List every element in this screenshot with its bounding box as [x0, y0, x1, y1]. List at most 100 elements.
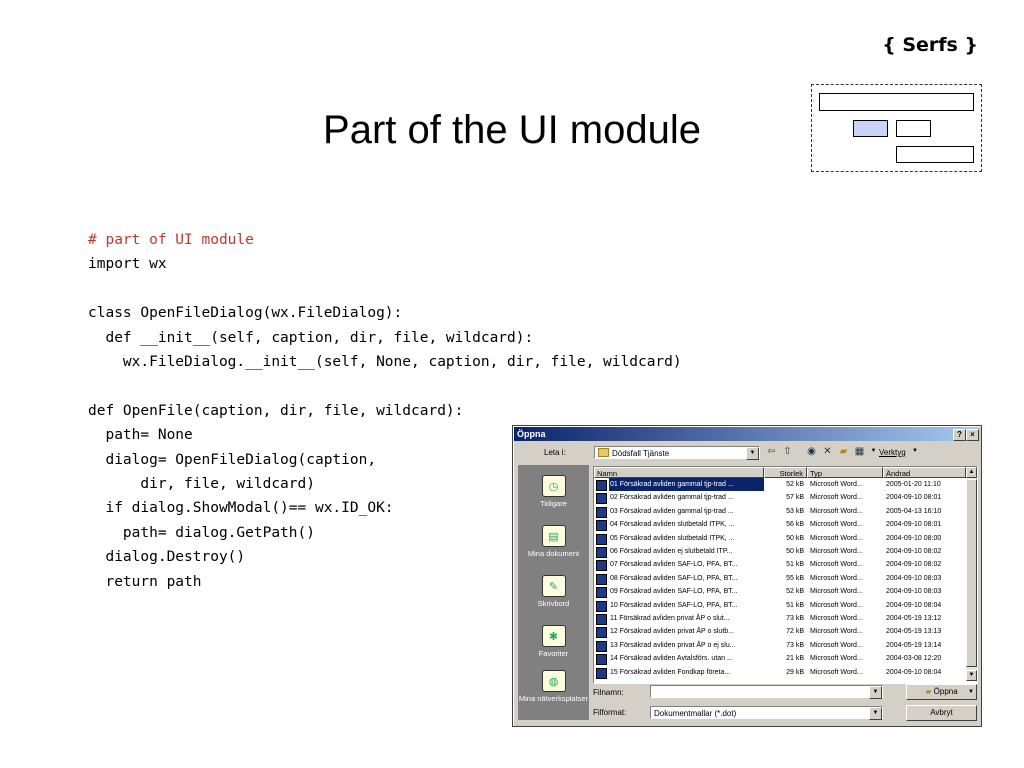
- delete-icon[interactable]: ✕: [823, 446, 832, 457]
- filename-field[interactable]: ▼: [650, 685, 883, 699]
- place-label: Tidigare: [540, 499, 567, 508]
- file-type: Microsoft Word...: [810, 507, 863, 515]
- dialog-titlebar: Öppna ? ×: [514, 427, 980, 441]
- place-history[interactable]: ◷ Tidigare: [518, 475, 589, 508]
- look-in-combo[interactable]: Dödsfall Tjänste ▼: [594, 446, 760, 460]
- history-icon: ◷: [541, 475, 566, 497]
- tools-menu[interactable]: Verktyg: [879, 448, 906, 457]
- file-size: 51 kB: [786, 601, 804, 609]
- word-document-icon: [596, 600, 607, 612]
- file-row[interactable]: 10 Försäkrad avliden SAF-LO, PFA, BT...5…: [594, 599, 966, 612]
- views-icon[interactable]: ▦: [854, 446, 865, 457]
- file-type: Microsoft Word...: [810, 574, 863, 582]
- cancel-button[interactable]: Avbryt: [906, 705, 977, 721]
- file-row[interactable]: 11 Försäkrad avliden privat ÅP o slut...…: [594, 612, 966, 625]
- file-row[interactable]: 02 Försäkrad avliden gammal tjp-trad ...…: [594, 491, 966, 505]
- search-web-icon[interactable]: ◉: [807, 446, 816, 457]
- file-row[interactable]: 07 Försäkrad avliden SAF-LO, PFA, BT... 5…: [594, 558, 966, 572]
- file-size: 51 kB: [786, 561, 804, 569]
- file-modified: 2004-09-10 08:04: [886, 668, 942, 676]
- new-folder-icon[interactable]: ▰: [839, 446, 848, 457]
- place-label: Favoriter: [538, 649, 569, 658]
- column-header-size[interactable]: Storlek: [764, 467, 807, 478]
- file-row[interactable]: 08 Försäkrad avliden SAF-LO, PFA, BT...5…: [594, 572, 966, 585]
- place-network[interactable]: ◍ Mina nätverksplatser: [518, 670, 589, 703]
- column-header-type[interactable]: Typ: [807, 467, 883, 478]
- filetype-combo[interactable]: Dokumentmallar (*.dot) ▼: [650, 706, 883, 720]
- file-row[interactable]: 05 Försäkrad avliden slutbetald ITPK, ..…: [594, 532, 966, 545]
- file-size: 50 kB: [786, 548, 804, 555]
- file-name: 08 Försäkrad avliden SAF-LO, PFA, BT...: [610, 574, 738, 582]
- file-name: 05 Försäkrad avliden slutbetald ITPK, ..…: [610, 534, 735, 542]
- file-size: 56 kB: [786, 521, 804, 529]
- tools-dropdown-icon[interactable]: ▼: [912, 448, 918, 454]
- word-document-icon: [596, 493, 607, 505]
- help-button[interactable]: ?: [953, 429, 966, 441]
- place-label: Mina nätverksplatser: [518, 694, 589, 703]
- file-list: Namn Storlek Typ Ändrad 01 Försäkrad avl…: [593, 466, 978, 684]
- file-row[interactable]: 06 Försäkrad avliden ej slutbetald ITP..…: [594, 545, 966, 558]
- dialog-title: Öppna: [517, 429, 546, 439]
- file-row[interactable]: 15 Försäkrad avliden Fondkap företa...29…: [594, 666, 966, 679]
- file-modified: 2004-09-10 08:01: [886, 521, 942, 529]
- column-header-name[interactable]: Namn: [594, 467, 764, 478]
- code-block: # part of UI module import wx class Open…: [88, 228, 682, 594]
- place-my-documents[interactable]: ▤ Mina dokument: [518, 525, 589, 558]
- column-header-modified[interactable]: Ändrad: [883, 467, 966, 478]
- place-desktop[interactable]: ✎ Skrivbord: [518, 575, 589, 608]
- file-row[interactable]: 01 Försäkrad avliden gammal tjp-trad ...…: [594, 478, 966, 492]
- file-size: 53 kB: [786, 507, 804, 515]
- open-dropdown-icon[interactable]: ▼: [968, 689, 974, 695]
- file-row[interactable]: 14 Försäkrad avliden Avtalsförs. utan ..…: [594, 652, 966, 666]
- filetype-label: Filformat:: [593, 708, 627, 717]
- file-modified: 2005-01-20 11:10: [886, 481, 941, 488]
- file-type: Microsoft Word...: [810, 588, 863, 596]
- place-favorites[interactable]: ✱ Favoriter: [518, 625, 589, 658]
- word-document-icon: [596, 480, 607, 491]
- file-row[interactable]: 03 Försäkrad avliden gammal tjp-trad ...…: [594, 505, 966, 518]
- file-row[interactable]: 09 Försäkrad avliden SAF-LO, PFA, BT...5…: [594, 585, 966, 599]
- word-document-icon: [596, 667, 607, 679]
- diagram-box: [896, 146, 974, 163]
- file-row[interactable]: 12 Försäkrad avliden privat ÅP o slutb..…: [594, 625, 966, 639]
- views-dropdown-icon[interactable]: ▼: [870, 448, 877, 454]
- network-places-icon: ◍: [541, 670, 566, 692]
- place-label: Mina dokument: [527, 549, 580, 558]
- word-document-icon: [596, 573, 607, 585]
- file-row[interactable]: 13 Försäkrad avliden privat ÅP o ej slu.…: [594, 639, 966, 652]
- slide-title: Part of the UI module: [323, 108, 701, 152]
- diagram-box-highlighted: [853, 120, 888, 137]
- file-size: 73 kB: [786, 615, 804, 622]
- file-size: 52 kB: [786, 588, 804, 596]
- file-name: 07 Försäkrad avliden SAF-LO, PFA, BT...: [610, 561, 738, 569]
- word-document-icon: [596, 587, 607, 599]
- file-name: 14 Försäkrad avliden Avtalsförs. utan ..…: [610, 655, 733, 663]
- file-type: Microsoft Word...: [810, 534, 863, 542]
- diagram-box: [896, 120, 931, 137]
- word-document-icon: [596, 614, 607, 625]
- layout-diagram: [811, 84, 982, 172]
- file-type: Microsoft Word...: [810, 481, 863, 488]
- file-name: 04 Försäkrad avliden slutbetald ITPK, ..…: [610, 521, 735, 529]
- file-modified: 2004-09-10 08:04: [886, 601, 942, 609]
- file-modified: 2004-05-19 13:12: [886, 615, 942, 622]
- chevron-down-icon[interactable]: ▼: [869, 707, 882, 720]
- scroll-thumb[interactable]: [966, 479, 977, 667]
- file-row[interactable]: 04 Försäkrad avliden slutbetald ITPK, ..…: [594, 518, 966, 532]
- look-in-value: Dödsfall Tjänste: [612, 449, 670, 458]
- file-modified: 2004-09-10 08:03: [886, 588, 942, 596]
- up-folder-icon[interactable]: ⇧: [783, 446, 792, 457]
- chevron-down-icon[interactable]: ▼: [869, 686, 882, 699]
- vertical-scrollbar[interactable]: ▲ ▼: [966, 467, 977, 681]
- file-modified: 2004-03-08 12:20: [886, 655, 942, 663]
- close-button[interactable]: ×: [966, 429, 979, 441]
- open-button[interactable]: ▰ Öppna ▼: [906, 684, 977, 700]
- back-icon[interactable]: ⇦: [767, 446, 776, 457]
- file-name: 15 Försäkrad avliden Fondkap företa...: [610, 668, 731, 676]
- file-size: 73 kB: [786, 641, 804, 649]
- word-document-icon: [596, 654, 607, 666]
- chevron-down-icon[interactable]: ▼: [746, 447, 759, 460]
- file-modified: 2004-09-10 08:00: [886, 534, 942, 542]
- scroll-down-icon[interactable]: ▼: [966, 670, 977, 681]
- scroll-up-icon[interactable]: ▲: [966, 467, 977, 478]
